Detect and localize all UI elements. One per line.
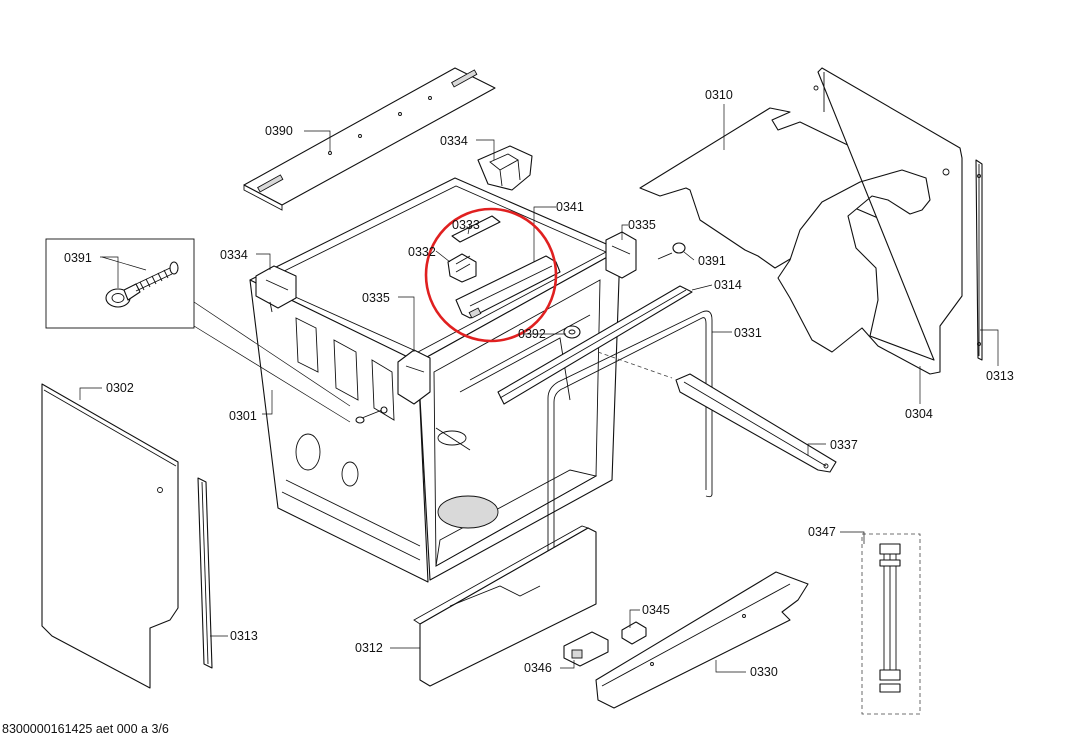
part-0392-fitting[interactable]	[563, 325, 581, 339]
label-0392[interactable]: 0392	[518, 327, 546, 341]
part-0304-side-panel[interactable]	[777, 67, 963, 375]
part-0391-screw-anchor[interactable]	[105, 261, 179, 308]
label-0391-right[interactable]: 0391	[698, 254, 726, 268]
part-0331-seal-loop[interactable]	[547, 310, 713, 582]
highlight-ring	[424, 207, 558, 343]
part-0335-left-clip[interactable]	[397, 349, 431, 405]
part-0346-switch[interactable]	[563, 631, 609, 667]
part-0314-seal-bar[interactable]	[497, 285, 693, 405]
label-0337[interactable]: 0337	[830, 438, 858, 452]
label-0335-right[interactable]: 0335	[628, 218, 656, 232]
part-0334-left-clip[interactable]	[255, 265, 297, 313]
label-0347[interactable]: 0347	[808, 525, 836, 539]
label-0331[interactable]: 0331	[734, 326, 762, 340]
detail-box-0347	[861, 533, 921, 715]
document-reference: 8300000161425 aet 000 a 3/6	[2, 722, 169, 736]
part-0347-hose[interactable]	[879, 543, 901, 693]
label-0314[interactable]: 0314	[714, 278, 742, 292]
part-0345-clip[interactable]	[621, 621, 647, 645]
label-0332[interactable]: 0332	[408, 245, 436, 259]
part-0341-rail[interactable]	[455, 255, 561, 319]
part-0301-tub-body[interactable]	[249, 177, 621, 583]
label-0313-left[interactable]: 0313	[230, 629, 258, 643]
leader-lines	[79, 104, 999, 673]
label-0334-top[interactable]: 0334	[440, 134, 468, 148]
part-0333-top-strip[interactable]	[451, 215, 501, 243]
label-0312[interactable]: 0312	[355, 641, 383, 655]
part-0337-bar[interactable]	[597, 351, 837, 473]
label-0391-detail[interactable]: 0391	[64, 251, 92, 265]
part-0335-right-clip[interactable]	[605, 231, 637, 279]
part-0302-side-panel[interactable]	[41, 383, 179, 689]
label-0341[interactable]: 0341	[556, 200, 584, 214]
label-0390[interactable]: 0390	[265, 124, 293, 138]
part-0313-left-strip[interactable]	[197, 477, 213, 669]
part-0313-right-strip[interactable]	[975, 159, 983, 361]
label-0346[interactable]: 0346	[524, 661, 552, 675]
label-0330[interactable]: 0330	[750, 665, 778, 679]
part-0312-plinth[interactable]	[413, 525, 597, 687]
part-0330-front-cover[interactable]	[595, 571, 809, 709]
part-0391-screw-tub[interactable]	[355, 406, 388, 424]
label-0335-left[interactable]: 0335	[362, 291, 390, 305]
part-0391-screw-right[interactable]	[657, 242, 686, 260]
part-0334-upper-clip[interactable]	[477, 145, 533, 191]
label-0334-left[interactable]: 0334	[220, 248, 248, 262]
part-labels: 0390 0334 0391 0334 0335 0332 0333 0341 …	[64, 88, 1014, 679]
label-0310[interactable]: 0310	[705, 88, 733, 102]
label-0313-right[interactable]: 0313	[986, 369, 1014, 383]
part-0390-top-plate[interactable]	[243, 67, 496, 211]
label-0302[interactable]: 0302	[106, 381, 134, 395]
label-0333[interactable]: 0333	[452, 218, 480, 232]
label-0304[interactable]: 0304	[905, 407, 933, 421]
label-0301[interactable]: 0301	[229, 409, 257, 423]
part-0332-latch[interactable]	[447, 253, 477, 283]
detail-box-0391	[45, 238, 195, 329]
label-0345[interactable]: 0345	[642, 603, 670, 617]
